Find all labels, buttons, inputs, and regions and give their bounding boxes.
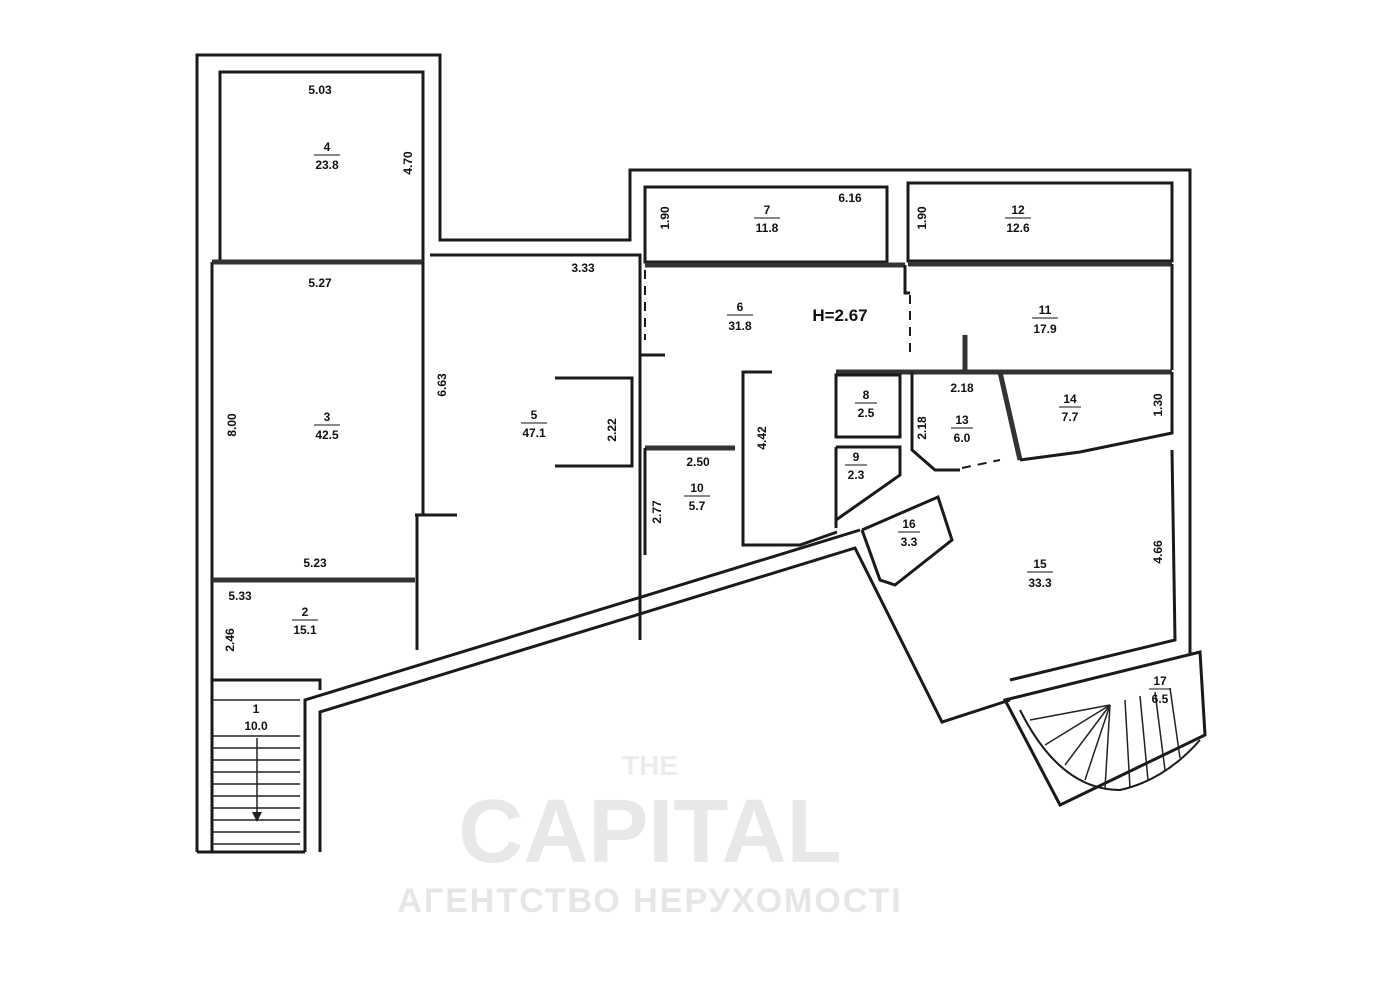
dim-r10-height: 2.77 [650, 500, 664, 524]
svg-text:31.8: 31.8 [728, 319, 752, 333]
room-label-10: 105.7 [684, 481, 710, 513]
room-label-8: 82.5 [855, 388, 877, 420]
room-label-7: 711.8 [754, 203, 780, 235]
dim-r10-width: 2.50 [686, 455, 710, 469]
dim-r5-width: 3.33 [571, 261, 595, 275]
svg-text:11.8: 11.8 [756, 221, 779, 235]
svg-text:42.5: 42.5 [315, 428, 339, 442]
room-walls [212, 70, 1177, 690]
svg-text:9: 9 [853, 450, 860, 464]
svg-text:2: 2 [302, 605, 309, 619]
svg-text:6.5: 6.5 [1152, 692, 1169, 706]
room-label-9: 92.3 [845, 450, 867, 482]
dim-r5-niche: 2.22 [605, 418, 619, 442]
svg-text:1: 1 [253, 702, 260, 716]
svg-text:7: 7 [764, 203, 771, 217]
svg-text:11: 11 [1039, 303, 1052, 317]
dim-r4-width: 5.03 [308, 83, 332, 97]
outer-walls [195, 53, 1192, 854]
dim-r13-height: 2.18 [915, 416, 929, 440]
svg-text:23.8: 23.8 [315, 158, 339, 172]
svg-text:10.0: 10.0 [244, 719, 268, 733]
room-label-15: 15 33.3 [1027, 557, 1053, 590]
svg-text:6: 6 [737, 300, 744, 314]
svg-text:17.9: 17.9 [1033, 322, 1057, 336]
dim-r2-width: 5.33 [228, 589, 252, 603]
dim-r2-height: 2.46 [223, 628, 237, 652]
room-label-13: 136.0 [951, 413, 973, 445]
svg-text:15.1: 15.1 [293, 623, 317, 637]
svg-text:2.3: 2.3 [848, 468, 865, 482]
room-labels: 110.0 215.1 342.5 423.8 547.1 631.8 711.… [244, 140, 1171, 733]
dim-corridor-length: 4.42 [755, 426, 769, 450]
svg-text:3.3: 3.3 [901, 535, 918, 549]
svg-text:14: 14 [1063, 392, 1077, 406]
room-label-2: 215.1 [292, 605, 318, 637]
room-label-5: 547.1 [521, 408, 547, 440]
svg-text:5.7: 5.7 [689, 499, 706, 513]
svg-text:7.7: 7.7 [1062, 410, 1079, 424]
dim-r7-width: 6.16 [838, 191, 862, 205]
svg-text:15: 15 [1033, 557, 1047, 571]
staircase-1 [212, 699, 300, 845]
staircase-17 [1002, 650, 1207, 807]
dim-r7-height: 1.90 [658, 206, 672, 230]
svg-text:6.0: 6.0 [954, 431, 971, 445]
svg-text:33.3: 33.3 [1028, 576, 1052, 590]
room-label-1: 110.0 [244, 702, 268, 733]
watermark-logo: THE CAPITAL АГЕНТСТВО НЕРУХОМОСТІ [397, 750, 902, 920]
dim-r14-height: 1.30 [1151, 393, 1165, 417]
dim-r15-height: 4.66 [1151, 540, 1165, 564]
dim-r3-height: 8.00 [225, 413, 239, 437]
svg-text:13: 13 [955, 413, 969, 427]
room-label-16: 163.3 [898, 517, 920, 549]
dim-r3-width: 5.27 [308, 276, 332, 290]
svg-text:16: 16 [902, 517, 916, 531]
dim-r12-height: 1.90 [915, 206, 929, 230]
room-label-17: 176.5 [1149, 674, 1171, 706]
room-label-14: 147.7 [1059, 392, 1081, 424]
svg-text:10: 10 [690, 481, 704, 495]
dim-r2-top: 5.23 [303, 556, 327, 570]
room-label-6: 631.8 [727, 300, 753, 333]
room-label-12: 12 12.6 [1005, 203, 1031, 235]
watermark-top: THE [622, 750, 678, 781]
arrow-down-icon [252, 812, 262, 822]
room-label-3: 342.5 [314, 410, 340, 442]
svg-text:5: 5 [531, 408, 538, 422]
room-label-11: 11 17.9 [1032, 303, 1058, 336]
watermark-main: CAPITAL [458, 782, 841, 882]
svg-text:47.1: 47.1 [522, 426, 546, 440]
dim-r5-height: 6.63 [435, 373, 449, 397]
svg-text:2.5: 2.5 [858, 406, 875, 420]
svg-text:17: 17 [1153, 674, 1167, 688]
svg-text:8: 8 [863, 388, 870, 402]
room-label-4: 423.8 [314, 140, 340, 172]
svg-text:3: 3 [324, 410, 331, 424]
svg-text:12: 12 [1011, 203, 1025, 217]
dimension-labels: 5.03 4.70 5.27 8.00 3.33 6.63 2.22 5.23 … [223, 83, 1165, 652]
dim-r13-width: 2.18 [950, 381, 974, 395]
svg-text:4: 4 [324, 140, 331, 154]
svg-text:12.6: 12.6 [1006, 221, 1030, 235]
ceiling-height-label: H=2.67 [812, 306, 867, 325]
dim-r4-height: 4.70 [401, 151, 415, 175]
watermark-bottom: АГЕНТСТВО НЕРУХОМОСТІ [397, 882, 902, 920]
